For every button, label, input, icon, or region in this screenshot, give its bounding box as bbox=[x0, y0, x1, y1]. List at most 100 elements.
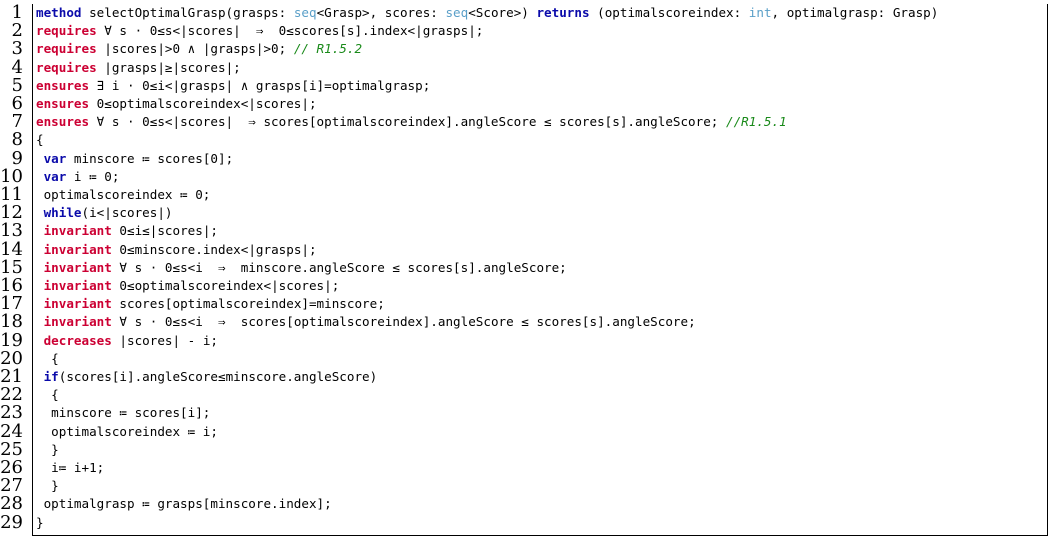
code-line: 21 if(scores[i].angleScore≤minscore.angl… bbox=[0, 368, 1052, 386]
spec-keyword-token: invariant bbox=[43, 223, 112, 239]
code-token: ∀ s · 0≤s<i ⇒ minscore.angleScore ≤ scor… bbox=[111, 259, 567, 275]
line-number: 3 bbox=[11, 38, 23, 60]
code-text: optimalscoreindex ≔ i; bbox=[36, 423, 218, 441]
code-line: 14 invariant 0≤minscore.index<|grasps|; bbox=[0, 238, 1052, 260]
keyword-token: if bbox=[43, 369, 59, 384]
line-number: 12 bbox=[0, 202, 23, 224]
code-text: minscore ≔ scores[i]; bbox=[36, 404, 210, 422]
code-line: 8{ bbox=[0, 131, 1052, 149]
spec-keyword-token: invariant bbox=[43, 259, 112, 275]
code-text: ensures ∃ i · 0≤i<|grasps| ∧ grasps[i]=o… bbox=[36, 77, 430, 95]
keyword-token: returns bbox=[536, 5, 590, 20]
code-token: minscore ≔ scores[i]; bbox=[36, 405, 211, 421]
code-token: { bbox=[36, 387, 59, 403]
code-text: optimalscoreindex ≔ 0; bbox=[36, 186, 211, 204]
code-token bbox=[36, 169, 44, 184]
line-number: 27 bbox=[0, 475, 23, 497]
code-text: var i ≔ 0; bbox=[36, 168, 120, 186]
code-token: (i<|scores|) bbox=[81, 205, 173, 221]
spec-keyword-token: decreases bbox=[43, 332, 112, 348]
code-line: 24 optimalscoreindex ≔ i; bbox=[0, 420, 1052, 442]
code-token: scores[optimalscoreindex]=minscore; bbox=[111, 296, 385, 312]
line-number: 29 bbox=[0, 511, 23, 533]
code-token bbox=[36, 333, 44, 348]
code-token: 0≤i≤|scores|; bbox=[111, 223, 218, 239]
spec-keyword-token: invariant bbox=[43, 278, 112, 293]
spec-keyword-token: requires bbox=[36, 23, 97, 39]
spec-keyword-token: requires bbox=[36, 59, 97, 75]
code-token: <Grasp>, scores: bbox=[316, 5, 446, 20]
spec-keyword-token: ensures bbox=[36, 77, 90, 93]
code-token bbox=[36, 205, 44, 220]
line-number: 17 bbox=[0, 293, 23, 315]
code-token: { bbox=[36, 132, 44, 148]
code-token bbox=[36, 223, 44, 238]
keyword-token: method bbox=[36, 5, 82, 20]
code-text: if(scores[i].angleScore≤minscore.angleSc… bbox=[36, 368, 378, 386]
code-token: |scores| - i; bbox=[111, 332, 218, 348]
comment-token: // R1.5.2 bbox=[293, 41, 363, 57]
code-line: 28 optimalgrasp ≔ grasps[minscore.index]… bbox=[0, 495, 1052, 513]
code-line: 15 invariant ∀ s · 0≤s<i ⇒ minscore.angl… bbox=[0, 258, 1052, 277]
code-text: decreases |scores| - i; bbox=[36, 332, 218, 350]
code-token: ∃ i · 0≤i<|grasps| ∧ grasps[i]=optimalgr… bbox=[89, 77, 431, 93]
code-line: 23 minscore ≔ scores[i]; bbox=[0, 404, 1052, 422]
code-line: 13 invariant 0≤i≤|scores|; bbox=[0, 222, 1052, 240]
line-number: 20 bbox=[0, 347, 23, 369]
code-token bbox=[36, 260, 44, 275]
code-text: { bbox=[36, 350, 59, 368]
code-token bbox=[36, 369, 44, 384]
code-text: method selectOptimalGrasp(grasps: seq<Gr… bbox=[36, 4, 938, 22]
code-line: 26 i≔ i+1; bbox=[0, 459, 1052, 477]
code-token: optimalscoreindex ≔ i; bbox=[36, 423, 218, 439]
line-number: 22 bbox=[0, 384, 23, 406]
line-number: 9 bbox=[11, 147, 23, 169]
code-text: invariant 0≤i≤|scores|; bbox=[36, 222, 218, 240]
code-text: ensures ∀ s · 0≤s<|scores| ⇒ scores[opti… bbox=[36, 113, 787, 131]
code-token: (scores[i].angleScore≤minscore.angleScor… bbox=[58, 369, 378, 384]
code-token: (optimalscoreindex: bbox=[589, 5, 749, 20]
code-text: i≔ i+1; bbox=[36, 459, 104, 477]
code-text: invariant ∀ s · 0≤s<i ⇒ minscore.angleSc… bbox=[36, 259, 567, 277]
code-text: while(i<|scores|) bbox=[36, 204, 173, 222]
code-line: 18 invariant ∀ s · 0≤s<i ⇒ scores[optima… bbox=[0, 313, 1052, 331]
line-number: 18 bbox=[0, 311, 23, 333]
code-token: i≔ i+1; bbox=[36, 460, 105, 475]
code-token: optimalscoreindex ≔ 0; bbox=[36, 187, 211, 202]
type-token: int bbox=[748, 5, 772, 20]
keyword-token: while bbox=[43, 205, 82, 221]
code-line: 22 { bbox=[0, 386, 1052, 404]
code-token: <Score>) bbox=[468, 5, 537, 20]
code-line: 10 var i ≔ 0; bbox=[0, 167, 1052, 186]
code-token bbox=[36, 151, 44, 166]
code-line: 27 } bbox=[0, 477, 1052, 495]
code-line: 19 decreases |scores| - i; bbox=[0, 329, 1052, 351]
line-number: 2 bbox=[11, 20, 23, 42]
line-number: 21 bbox=[0, 366, 23, 387]
code-line: 20 { bbox=[0, 347, 1052, 369]
code-token: , optimalgrasp: Grasp) bbox=[771, 5, 939, 20]
line-number: 24 bbox=[0, 420, 23, 442]
code-text: ensures 0≤optimalscoreindex<|scores|; bbox=[36, 95, 317, 113]
code-line: 29} bbox=[0, 511, 1052, 533]
code-token: } bbox=[36, 441, 59, 457]
code-token: ∀ s · 0≤s<|scores| ⇒ scores[optimalscore… bbox=[89, 114, 726, 130]
code-line: 9 var minscore ≔ scores[0]; bbox=[0, 147, 1052, 169]
code-line: 16 invariant 0≤optimalscoreindex<|scores… bbox=[0, 277, 1052, 295]
spec-keyword-token: requires bbox=[36, 41, 97, 57]
line-number: 16 bbox=[0, 275, 23, 296]
line-number: 19 bbox=[0, 329, 23, 351]
spec-keyword-token: invariant bbox=[43, 314, 112, 330]
line-number: 14 bbox=[0, 238, 23, 260]
code-text: } bbox=[36, 477, 59, 495]
spec-keyword-token: invariant bbox=[43, 241, 112, 257]
line-number: 25 bbox=[0, 438, 23, 460]
code-text: { bbox=[36, 131, 44, 149]
type-token: seq bbox=[445, 5, 469, 20]
line-number: 28 bbox=[0, 493, 23, 515]
code-text: } bbox=[36, 441, 59, 459]
